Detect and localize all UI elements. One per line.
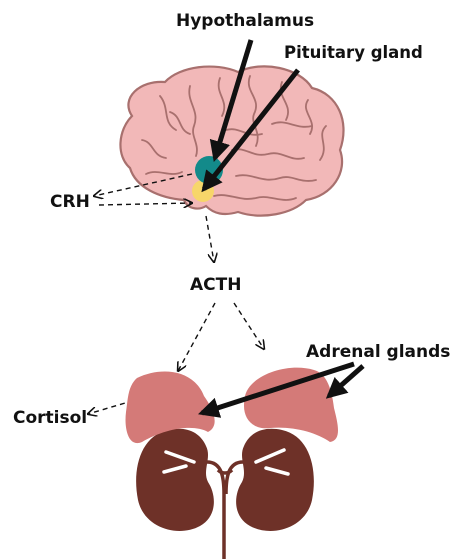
- cortisol-label: Cortisol: [13, 408, 87, 428]
- right-kidney-shape: [236, 429, 314, 531]
- adrenal-glands-label: Adrenal glands: [306, 342, 450, 362]
- crh-to-pituitary-arrow: [99, 203, 192, 205]
- acth-to-right-adrenal-arrow: [234, 303, 264, 349]
- pituitary-gland-label: Pituitary gland: [284, 43, 423, 62]
- left-kidney-shape: [136, 429, 214, 531]
- pituitary-to-acth-arrow: [206, 216, 214, 262]
- hypothalamus-label: Hypothalamus: [176, 11, 314, 31]
- acth-label: ACTH: [190, 275, 241, 295]
- acth-to-left-adrenal-arrow: [178, 303, 215, 371]
- kidneys-illustration: [136, 429, 314, 559]
- right-adrenal-gland-shape: [244, 368, 338, 442]
- crh-label: CRH: [50, 192, 90, 212]
- brain-illustration: [120, 66, 343, 215]
- brain-outline: [120, 66, 343, 215]
